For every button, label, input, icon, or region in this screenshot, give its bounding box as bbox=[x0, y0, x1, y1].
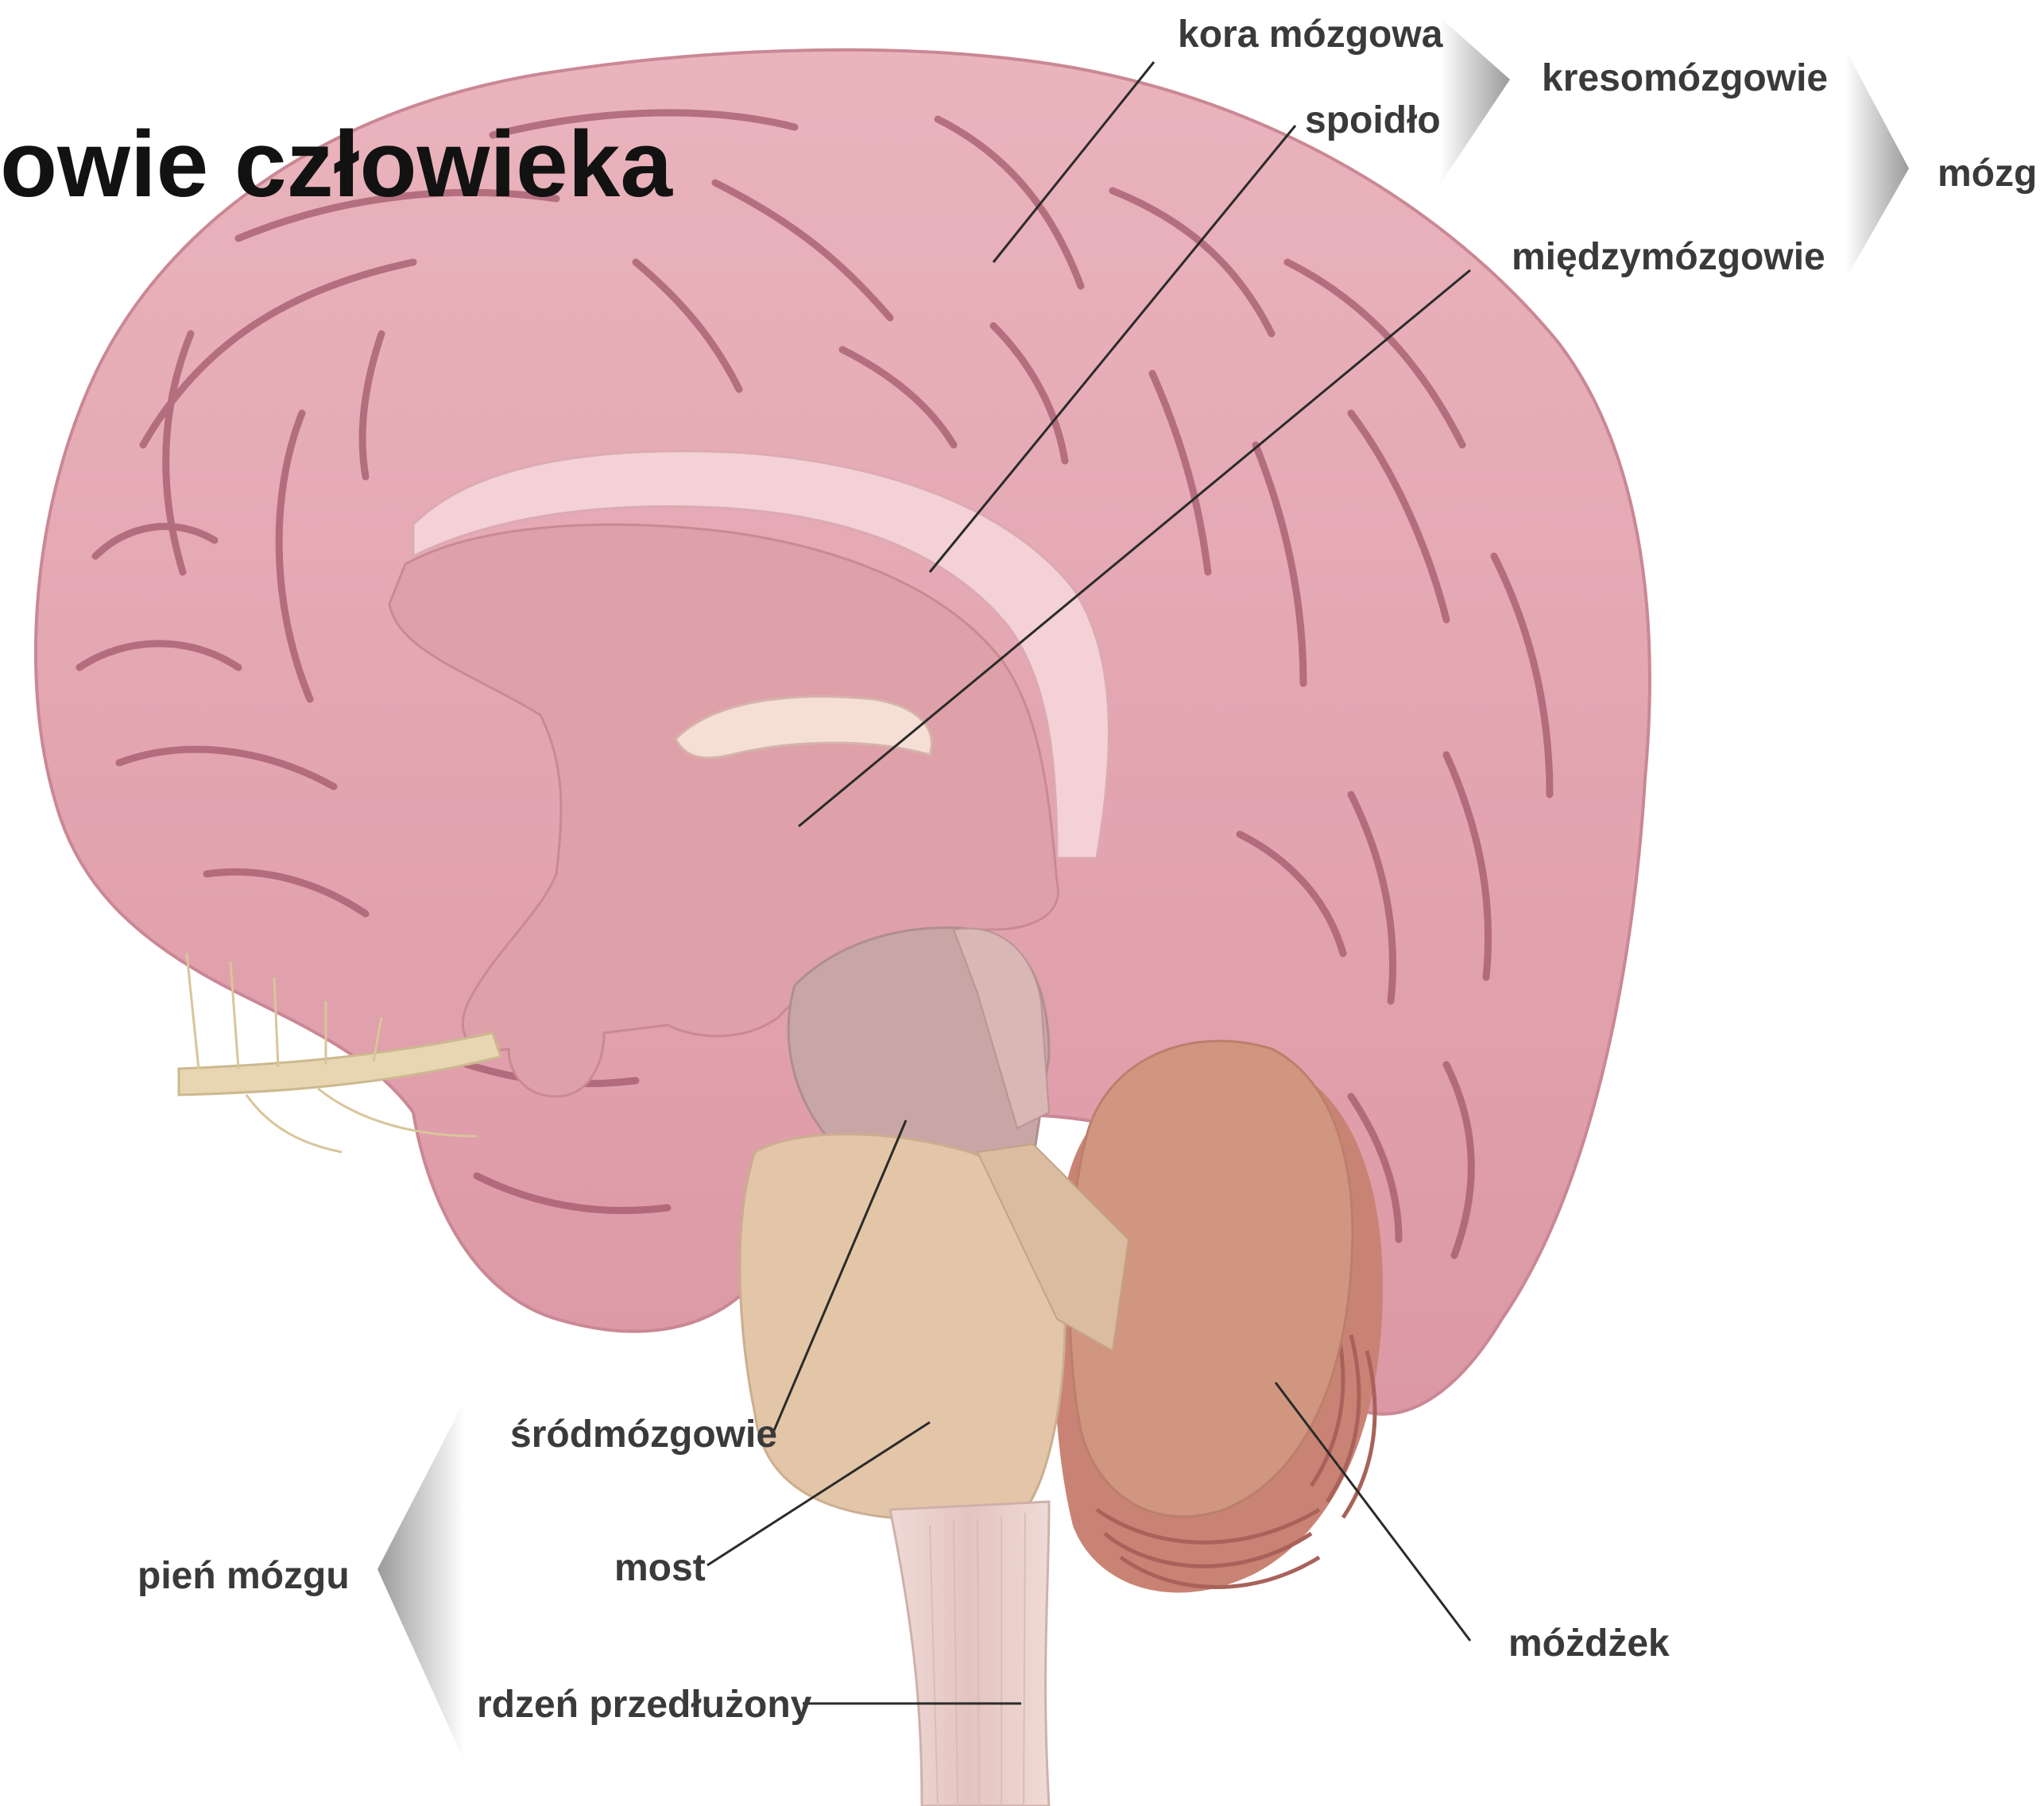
label-mozg: mózg bbox=[1938, 155, 2037, 193]
label-mozdzek: móżdżek bbox=[1508, 1625, 1670, 1663]
label-pien-mozgu: pień mózgu bbox=[137, 1557, 350, 1595]
chevron-left-icon-pien-mozgu bbox=[377, 1400, 465, 1762]
label-spoidlo: spoidło bbox=[1305, 102, 1441, 140]
label-miedzymozgowie: międzymózgowie bbox=[1512, 238, 1825, 277]
label-kora-mozgowa: kora mózgowa bbox=[1178, 16, 1442, 54]
label-most: most bbox=[614, 1549, 706, 1588]
label-rdzen-przedluzony: rdzeń przedłużony bbox=[477, 1686, 811, 1724]
chevron-right-icon-mozg bbox=[1845, 49, 1909, 280]
label-kresomozgowie: kresomózgowie bbox=[1542, 60, 1828, 98]
page-title: owie człowieka bbox=[0, 118, 672, 211]
chevron-right-icon-kresomozgowie bbox=[1440, 17, 1510, 184]
label-srodmozgowie: śródmózgowie bbox=[510, 1416, 777, 1454]
